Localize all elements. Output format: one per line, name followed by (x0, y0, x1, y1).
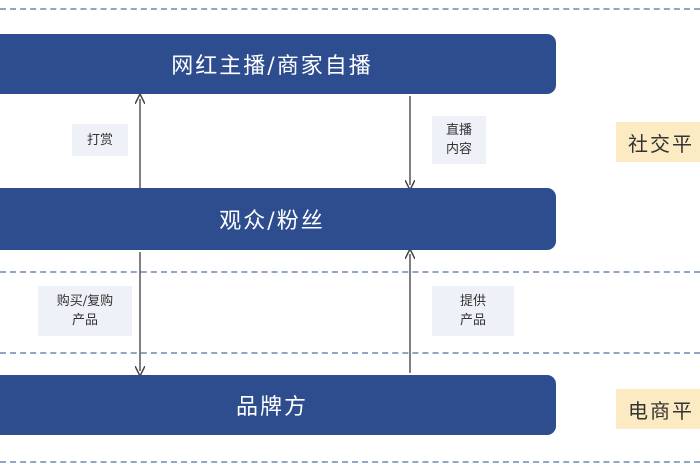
bar-audience-text: 观众/粉丝 (219, 209, 325, 234)
dashed-separator-bottom (0, 461, 700, 463)
bar-streamer: 网红主播/商家自播 (0, 34, 556, 94)
bar-audience: 观众/粉丝 (0, 188, 556, 250)
platform-ecommerce-text: 电商平 (628, 398, 694, 423)
bar-brand-text: 品牌方 (235, 395, 308, 420)
platform-social-text: 社交平 (628, 131, 694, 156)
label-live-content: 直播 内容 (432, 116, 486, 164)
bar-brand: 品牌方 (0, 375, 556, 435)
label-supply: 提供 产品 (432, 286, 514, 336)
bar-streamer-text: 网红主播/商家自播 (171, 54, 373, 79)
label-reward: 打赏 (72, 124, 128, 156)
dashed-separator-top (0, 8, 700, 10)
dashed-separator-lower (0, 352, 700, 354)
label-buy-rebuy: 购买/复购 产品 (38, 286, 132, 336)
platform-ecommerce: 电商平 (616, 389, 700, 429)
dashed-separator-middle (0, 271, 700, 273)
platform-social: 社交平 (616, 122, 700, 162)
